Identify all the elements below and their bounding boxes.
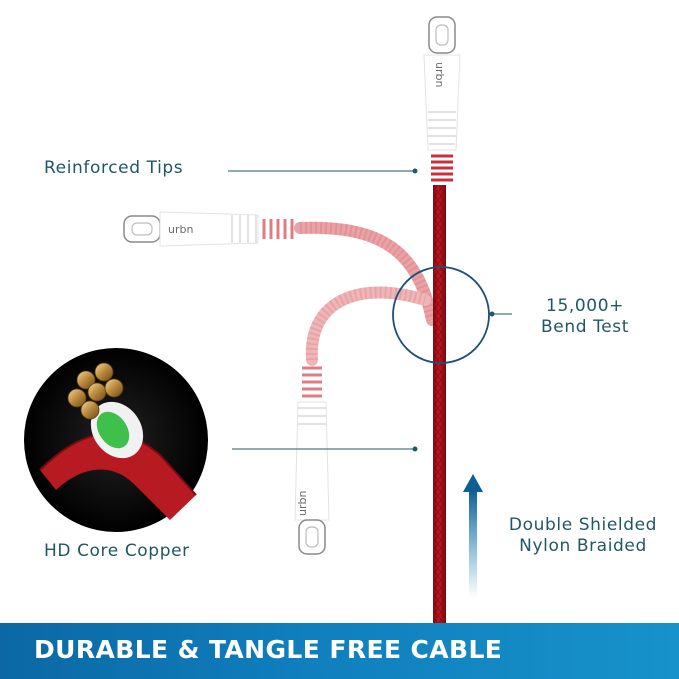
braided-line-2: Nylon Braided <box>519 536 647 556</box>
cable-cross-section-icon <box>24 348 208 532</box>
brand-logo-top: urbn <box>433 62 446 87</box>
up-arrow-icon <box>463 474 483 598</box>
callout-lines <box>228 168 512 452</box>
top-connector: urbn <box>423 16 461 182</box>
left-connector: urbn <box>123 211 294 247</box>
callout-reinforced-tips: Reinforced Tips <box>44 158 184 178</box>
callout-hd-core-copper: HD Core Copper <box>44 541 190 561</box>
braided-line-1: Double Shielded <box>508 515 658 535</box>
bend-test-label: Bend Test <box>541 317 629 337</box>
bottom-connector: urbn <box>294 366 330 555</box>
pink-cable-lower <box>305 286 431 366</box>
main-red-cable <box>433 185 446 625</box>
brand-logo-left: urbn <box>168 223 193 236</box>
bend-test-ring-icon <box>392 266 490 364</box>
pink-cable-upper <box>294 221 438 326</box>
banner-title: DURABLE & TANGLE FREE CABLE <box>34 635 503 664</box>
callout-bend-test: 15,000+ Bend Test <box>520 296 650 338</box>
bend-test-count: 15,000+ <box>546 296 624 316</box>
callout-nylon-braided: Double Shielded Nylon Braided <box>483 515 679 557</box>
footer-banner: DURABLE & TANGLE FREE CABLE <box>0 623 679 679</box>
brand-logo-bottom: urbn <box>296 491 309 516</box>
